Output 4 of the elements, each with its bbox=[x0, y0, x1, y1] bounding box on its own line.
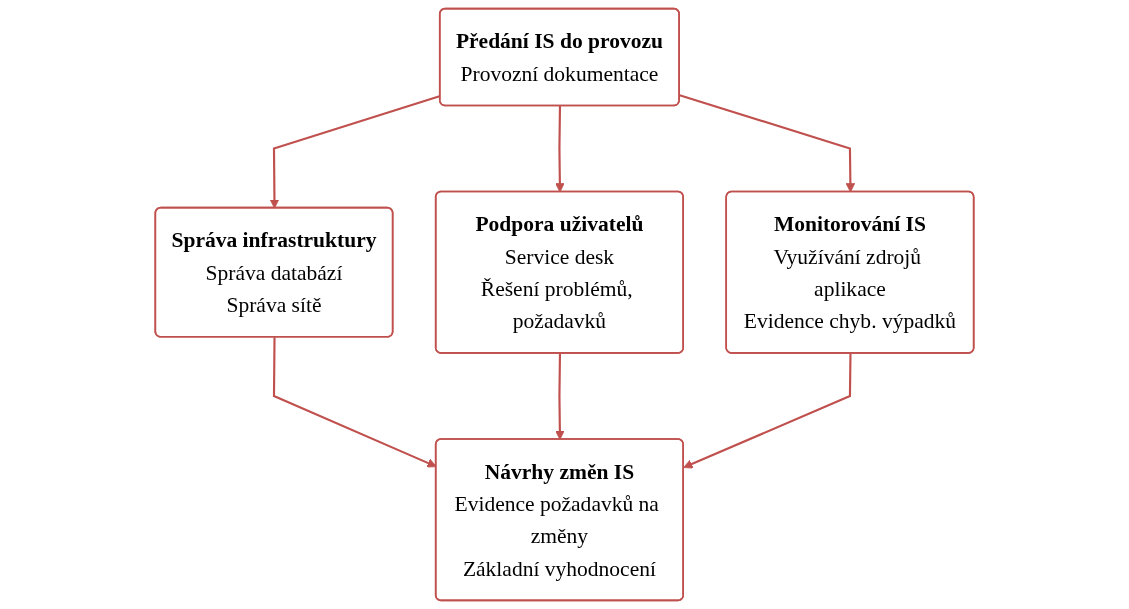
arrow bbox=[679, 94, 856, 193]
arrow bbox=[683, 353, 852, 469]
arrow bbox=[555, 353, 565, 440]
arrow bbox=[555, 105, 565, 193]
